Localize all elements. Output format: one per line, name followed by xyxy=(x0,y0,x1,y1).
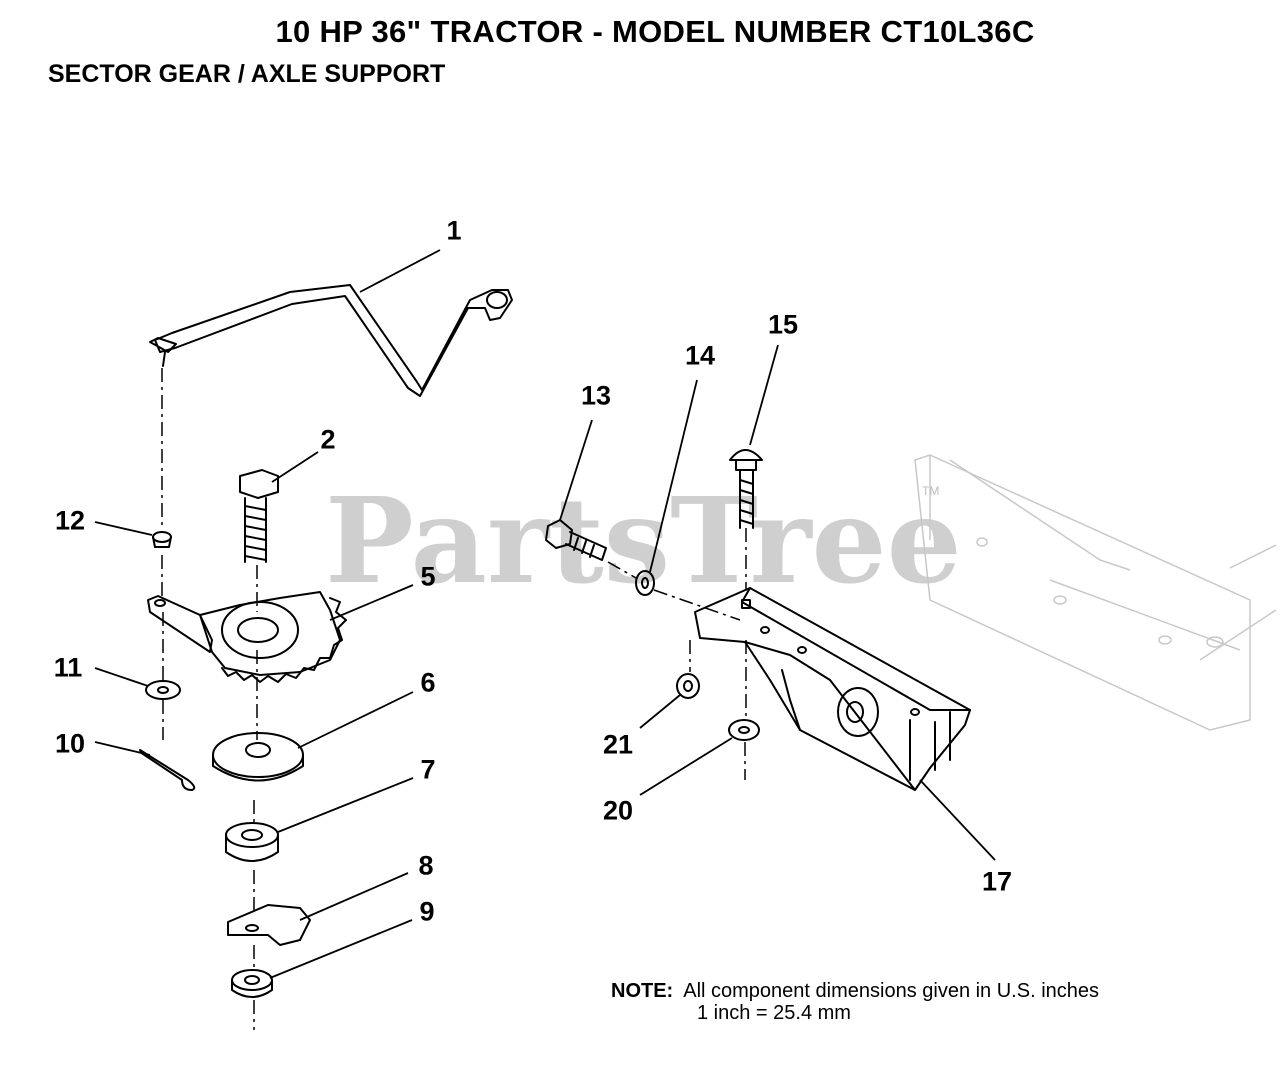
callout-label: 12 xyxy=(54,505,86,536)
callout-label: 13 xyxy=(580,380,612,411)
callout-leaders xyxy=(94,249,996,979)
nut-part-12 xyxy=(152,531,172,548)
dimension-note: NOTE: All component dimensions given in … xyxy=(611,980,1099,1024)
callout-label: 15 xyxy=(767,309,799,340)
note-line-2: 1 inch = 25.4 mm xyxy=(697,1002,851,1024)
callout-label: 11 xyxy=(53,652,83,683)
disk-part-6 xyxy=(212,732,304,782)
diagram-subtitle: SECTOR GEAR / AXLE SUPPORT xyxy=(48,60,446,88)
sector-gear-part-5 xyxy=(147,591,347,683)
assembly-centerlines xyxy=(161,368,747,1030)
axle-support-part-17 xyxy=(694,587,971,791)
callout-label: 9 xyxy=(419,896,435,927)
diagram-title: 10 HP 36" TRACTOR - MODEL NUMBER CT10L36… xyxy=(275,14,1035,49)
callout-label: 7 xyxy=(420,754,436,785)
callout-label: 5 xyxy=(420,561,436,592)
nut-part-21 xyxy=(676,673,700,699)
callout-label: 1 xyxy=(446,215,462,246)
drag-link-part xyxy=(149,284,513,397)
note-prefix: NOTE: xyxy=(611,980,674,1002)
bolt-part-2 xyxy=(239,469,279,563)
washer-part-11 xyxy=(145,680,181,700)
nut-part-7 xyxy=(225,822,279,862)
nut-part-20 xyxy=(728,719,760,741)
frame-reference xyxy=(914,454,1277,731)
callout-label: 14 xyxy=(684,340,716,371)
clip-part-8 xyxy=(227,904,311,946)
washer-part-14 xyxy=(635,570,655,596)
callout-label: 17 xyxy=(981,866,1013,897)
cotter-pin-part-10 xyxy=(139,749,196,791)
callout-label: 20 xyxy=(602,795,634,826)
callout-label: 21 xyxy=(602,729,634,760)
note-line-1: All component dimensions given in U.S. i… xyxy=(683,980,1100,1002)
callout-label: 10 xyxy=(54,728,86,759)
callout-label: 8 xyxy=(418,850,434,881)
callout-label: 6 xyxy=(420,667,436,698)
bolt-part-15 xyxy=(729,449,763,529)
nut-part-9 xyxy=(231,969,273,998)
callout-label: 2 xyxy=(320,424,336,455)
